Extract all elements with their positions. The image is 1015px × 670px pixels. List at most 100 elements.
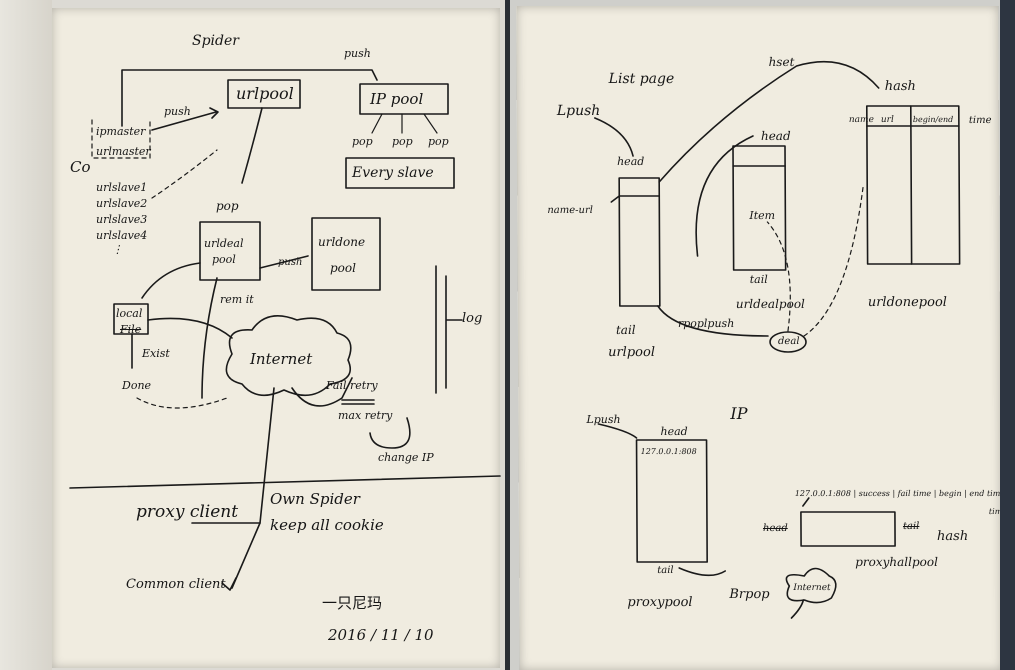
- log-bracket: [435, 265, 463, 394]
- deal-to-done-dashed: [803, 185, 864, 337]
- head-label-d: head: [762, 523, 788, 534]
- slave-4-label: urlslave4: [96, 229, 148, 242]
- url-column: url: [880, 115, 894, 125]
- tail-label-a: tail: [749, 273, 768, 286]
- internet-cloud-small: [785, 567, 837, 604]
- urlpool-list: [618, 177, 661, 307]
- hash-label-b: hash: [937, 529, 969, 544]
- urlpool-label-right: urlpool: [608, 345, 656, 360]
- push-label-mid: push: [164, 105, 191, 118]
- rpoplpush-arrow: [657, 305, 769, 337]
- tail-label-c: tail: [902, 521, 920, 532]
- common-client-arrowhead: [221, 577, 237, 591]
- left-sheet: Spider push urlpool IP pool pop pop pop …: [52, 8, 501, 668]
- brpop-label: Brpop: [729, 587, 770, 602]
- rpoplpush-label: rpoplpush: [677, 317, 735, 330]
- name-url-pointer: [610, 195, 621, 203]
- urlpool-pop-arrow: [241, 107, 263, 184]
- pop-label-1: pop: [352, 135, 373, 148]
- list-page-title: List page: [608, 71, 675, 87]
- proxyhallpool-label: proxyhallpool: [855, 555, 938, 569]
- head-label-c: head: [660, 425, 688, 438]
- name-column: name: [848, 115, 874, 125]
- lpush-ip-label: Lpush: [586, 413, 621, 426]
- urlpool-box: [227, 79, 301, 109]
- change-ip-loop: [369, 417, 411, 449]
- max-retry-label: max retry: [338, 409, 393, 422]
- head-label-a: head: [617, 155, 645, 168]
- push-mid-arrow: [151, 111, 217, 131]
- urlmaster-label: urlmaster: [96, 145, 151, 158]
- time-column: time: [968, 115, 992, 126]
- head-label-b: head: [760, 129, 791, 143]
- right-sheet: List page hset hash Lpush head head name…: [516, 6, 1011, 670]
- log-label: log: [462, 311, 483, 326]
- rem-it-arrow: [201, 277, 218, 399]
- right-notebook-photo: List page hset hash Lpush head head name…: [510, 0, 1015, 670]
- pop-label-3: pop: [428, 135, 449, 148]
- lpush-ip-arrow: [597, 423, 638, 439]
- item-label: Item: [749, 209, 776, 222]
- ip-fields: 127.0.0.1:808 | success | fail time | be…: [794, 489, 1006, 498]
- lpush-arrow: [594, 117, 634, 157]
- pop-label-mid: pop: [216, 199, 239, 213]
- co-label: Co: [70, 158, 91, 176]
- name-url-label: name-url: [547, 205, 593, 216]
- common-client-label: Common client: [126, 577, 226, 592]
- signature: 一只尼玛: [322, 594, 383, 612]
- proxyhall-box: [800, 511, 896, 547]
- internet-up-arrow: [790, 599, 805, 619]
- every-slave-label: Every slave: [352, 165, 434, 181]
- pop-label-2: pop: [392, 135, 413, 148]
- hash-columns: [866, 105, 960, 265]
- file-label: File: [120, 323, 142, 336]
- slave-3-label: urlslave3: [96, 213, 148, 226]
- fields-pointer: [802, 497, 810, 507]
- internet-small-label: Internet: [793, 583, 831, 593]
- proxy-client-label: proxy client: [136, 502, 239, 522]
- ippool-box: [359, 83, 449, 115]
- every-slave-box: [345, 157, 455, 189]
- fail-retry-loop: [291, 377, 353, 407]
- urldone-box: [311, 217, 381, 291]
- hset-arrow: [658, 60, 880, 183]
- ippool-pop-arrows: [371, 113, 438, 134]
- ipmaster-label: ipmaster: [96, 125, 146, 138]
- urlpool-label: urlpool: [236, 84, 294, 103]
- local-file-box: [113, 303, 149, 335]
- slave-dashed-arrow: [151, 149, 218, 199]
- notebook-fold: [0, 0, 52, 670]
- ip-entry: 127.0.0.1:808: [640, 447, 697, 456]
- left-sketch-lines: [69, 69, 501, 591]
- slave-2-label: urlslave2: [96, 197, 148, 210]
- keep-cookie-label: keep all cookie: [270, 516, 384, 534]
- urldonepool-label: urldonepool: [867, 295, 947, 310]
- deal-label: deal: [777, 336, 800, 347]
- urldone-label-1: urldone: [318, 235, 366, 249]
- deal-ellipse: [769, 331, 807, 353]
- proxypool-label: proxypool: [627, 595, 693, 610]
- hset-label: hset: [768, 55, 795, 69]
- rem-it-label: rem it: [220, 293, 254, 306]
- urldone-label-2: pool: [330, 261, 356, 275]
- tail-label-d: tail: [657, 565, 674, 576]
- own-spider-label: Own Spider: [270, 490, 360, 508]
- local-label: local: [116, 307, 143, 320]
- push-done-arrow: [259, 255, 309, 269]
- tail-arrow: [678, 567, 727, 577]
- begin-end-column: begin/end: [912, 115, 954, 124]
- done-dashed-arrow: [136, 397, 228, 409]
- push-top-arrow: [121, 69, 378, 127]
- urldeal-label-2: pool: [212, 253, 236, 266]
- urldealpool-label: urldealpool: [735, 297, 805, 311]
- deal-to-item-dashed: [766, 221, 791, 332]
- ip-section-title: IP: [730, 404, 748, 423]
- urldeal-list: [732, 145, 787, 271]
- dark-edge: [1000, 0, 1015, 670]
- urldeal-label-1: urldeal: [204, 237, 244, 250]
- local-to-internet-arrow: [147, 317, 233, 339]
- fail-retry-label: Fail retry: [326, 379, 378, 392]
- date-label: 2016 / 11 / 10: [328, 626, 434, 644]
- slave-1-label: urlslave1: [96, 181, 148, 194]
- proxypool-list: [635, 439, 708, 563]
